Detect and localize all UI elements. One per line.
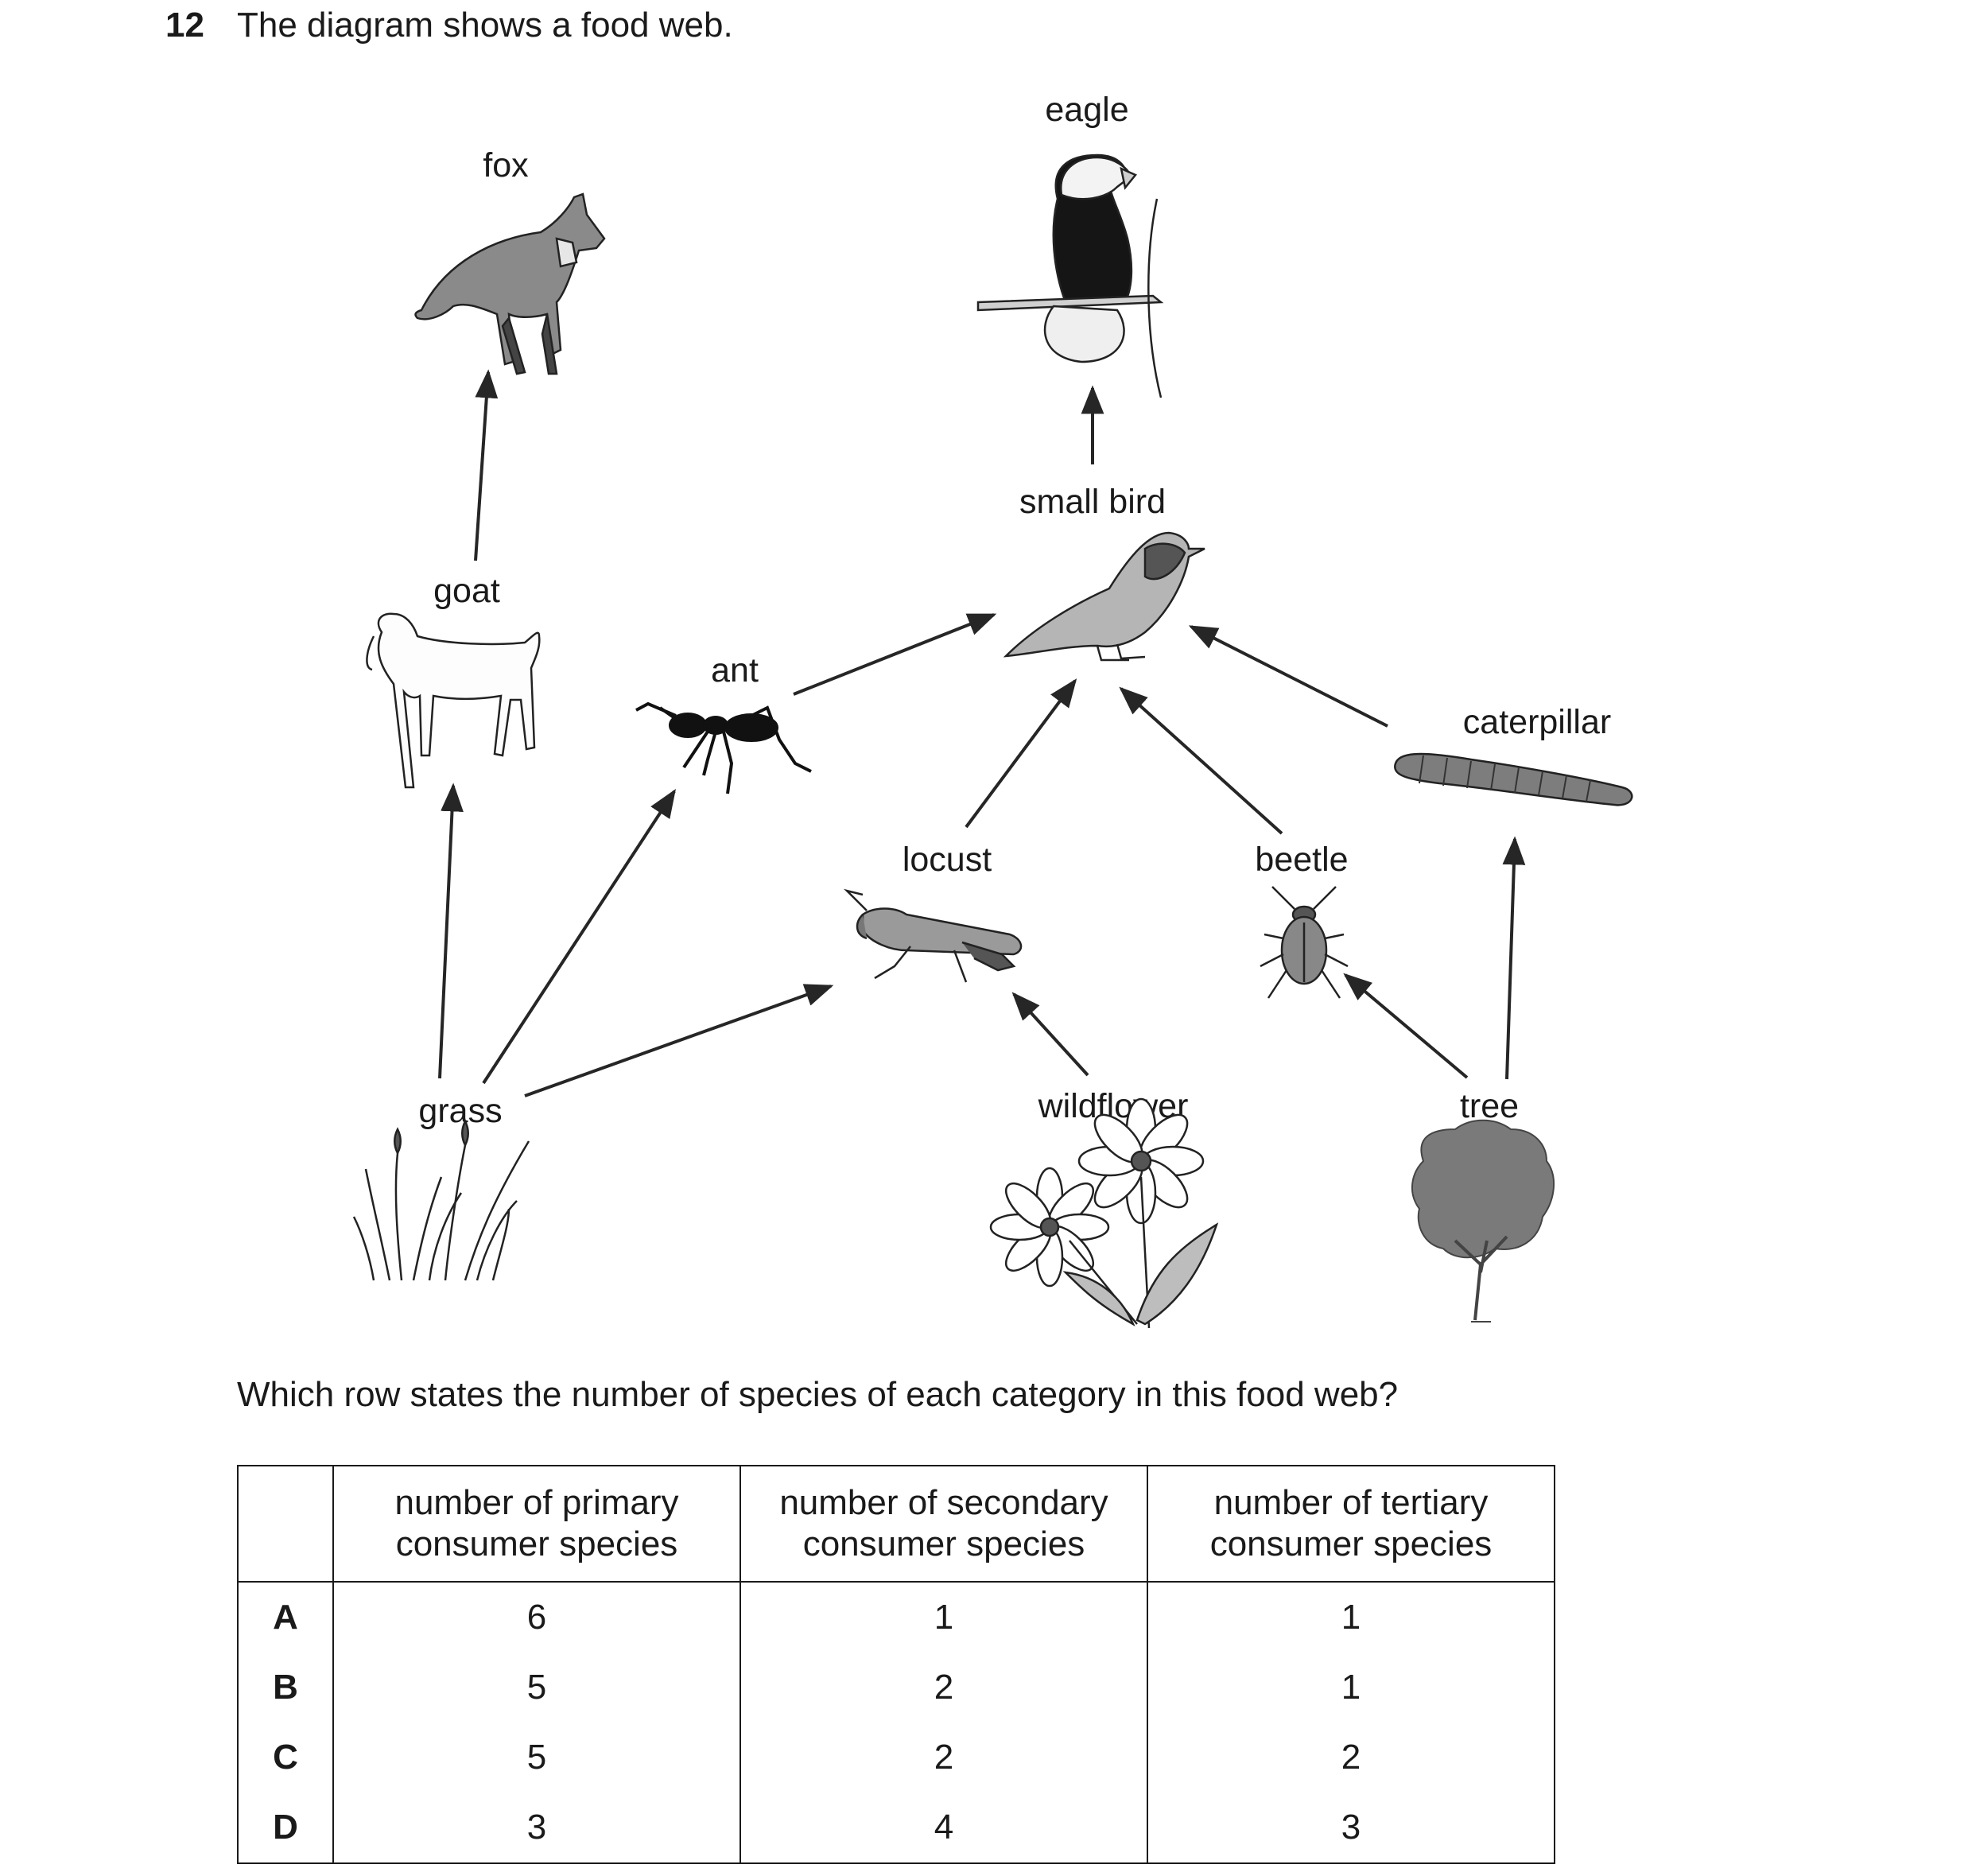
organism-labels: fox eagle small bird goat ant caterpilla… <box>418 91 1611 1130</box>
header-secondary: number of secondary consumer species <box>740 1465 1148 1583</box>
secondary-count: 4 <box>740 1792 1148 1864</box>
header-primary-line1: number of primary <box>394 1483 679 1522</box>
tree-illustration <box>1411 1119 1555 1323</box>
beetle-illustration <box>1260 886 1349 999</box>
table-row[interactable]: A 6 1 1 <box>237 1582 1555 1653</box>
food-web-arrows <box>438 369 1526 1097</box>
header-primary: number of primary consumer species <box>332 1465 741 1583</box>
arrow-grass-locust <box>524 984 834 1097</box>
secondary-count: 2 <box>740 1723 1148 1792</box>
arrow-wildflower-locust <box>1011 992 1089 1077</box>
table-row[interactable]: B 5 2 1 <box>237 1653 1555 1723</box>
header-tertiary: number of tertiary consumer species <box>1147 1465 1555 1583</box>
goat-illustration <box>366 612 541 789</box>
question-intro: The diagram shows a food web. <box>237 6 733 45</box>
locust-illustration <box>843 888 1023 983</box>
question-number: 12 <box>165 6 204 45</box>
tertiary-count: 1 <box>1147 1653 1555 1723</box>
table-row[interactable]: C 5 2 2 <box>237 1723 1555 1792</box>
secondary-count: 1 <box>740 1582 1148 1653</box>
ant-illustration <box>635 701 812 794</box>
header-blank <box>237 1465 334 1583</box>
label-caterpillar: caterpillar <box>1463 703 1611 741</box>
arrow-grass-ant <box>482 788 676 1085</box>
header-secondary-line2: consumer species <box>802 1524 1085 1563</box>
fox-illustration <box>414 192 606 375</box>
primary-count: 5 <box>332 1653 741 1723</box>
arrow-ant-smallbird <box>793 613 997 696</box>
tertiary-count: 3 <box>1147 1792 1555 1864</box>
label-grass: grass <box>418 1092 502 1130</box>
option-letter: A <box>237 1582 334 1653</box>
arrow-locust-smallbird <box>965 678 1077 829</box>
primary-count: 6 <box>332 1582 741 1653</box>
arrow-goat-fox <box>474 369 499 561</box>
header-primary-line2: consumer species <box>395 1524 678 1563</box>
label-tree: tree <box>1460 1087 1519 1125</box>
primary-count: 5 <box>332 1723 741 1792</box>
label-small-bird: small bird <box>1019 483 1166 521</box>
tertiary-count: 1 <box>1147 1582 1555 1653</box>
wildflower-illustration <box>989 1097 1219 1329</box>
arrow-tree-caterpillar <box>1502 836 1526 1080</box>
arrow-grass-goat <box>438 783 464 1079</box>
header-tertiary-line1: number of tertiary <box>1213 1483 1489 1522</box>
table-row[interactable]: D 3 4 3 <box>237 1792 1555 1864</box>
arrow-tree-beetle <box>1343 973 1469 1079</box>
label-beetle: beetle <box>1255 841 1348 879</box>
primary-count: 3 <box>332 1792 741 1864</box>
label-eagle: eagle <box>1045 91 1128 129</box>
header-secondary-line1: number of secondary <box>779 1483 1108 1522</box>
answer-options-table: number of primary consumer species numbe… <box>237 1465 1555 1864</box>
label-goat: goat <box>433 572 500 610</box>
tertiary-count: 2 <box>1147 1723 1555 1792</box>
option-letter: B <box>237 1653 334 1723</box>
option-letter: C <box>237 1723 334 1792</box>
arrow-caterpillar-smallbird <box>1188 625 1388 728</box>
label-fox: fox <box>483 146 529 184</box>
grass-illustration <box>352 1119 530 1281</box>
eagle-illustration <box>976 153 1164 398</box>
caterpillar-illustration <box>1394 752 1633 806</box>
label-locust: locust <box>903 841 992 879</box>
food-web-diagram: fox eagle small bird goat ant caterpilla… <box>352 91 1633 1329</box>
label-ant: ant <box>711 651 759 689</box>
option-letter: D <box>237 1792 334 1864</box>
secondary-count: 2 <box>740 1653 1148 1723</box>
question-prompt: Which row states the number of species o… <box>237 1375 1399 1414</box>
small-bird-illustration <box>1003 531 1205 662</box>
table-header-row: number of primary consumer species numbe… <box>237 1465 1555 1583</box>
header-tertiary-line2: consumer species <box>1209 1524 1493 1563</box>
arrow-beetle-smallbird <box>1119 686 1283 835</box>
